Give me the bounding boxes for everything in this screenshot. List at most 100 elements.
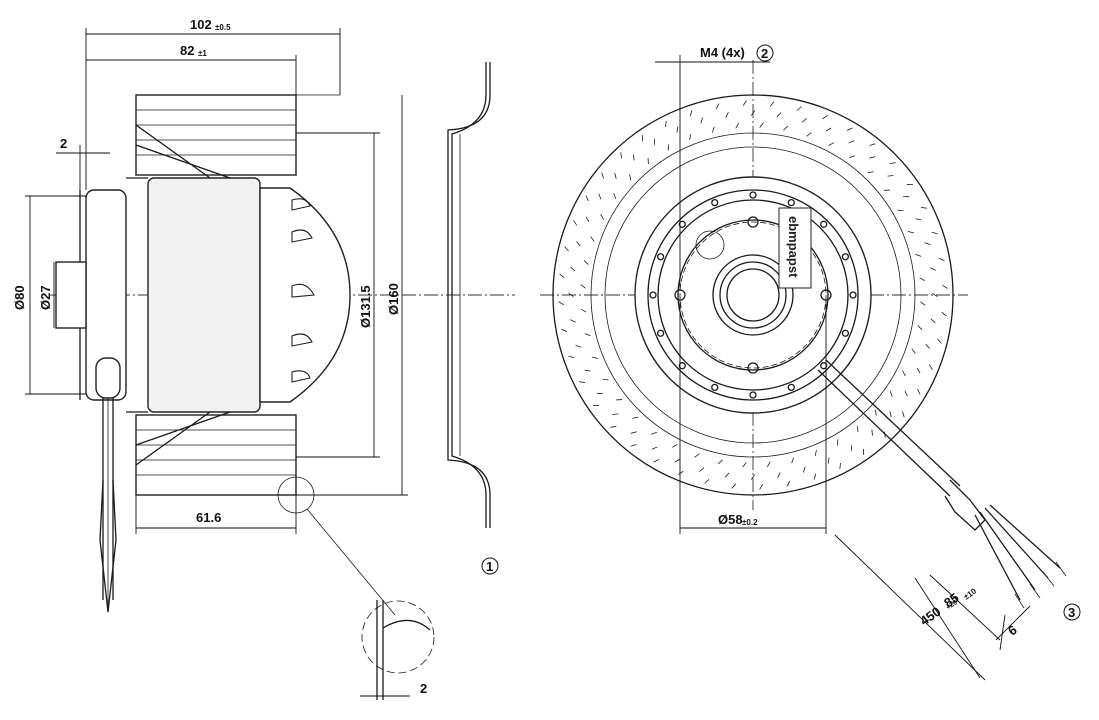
blade-mark	[576, 241, 581, 247]
rotor-hole	[820, 362, 828, 370]
dim-85-tol: ±10	[962, 586, 978, 601]
dim-dia-80: Ø80	[12, 285, 27, 310]
blade-mark	[769, 101, 775, 107]
blade-mark	[902, 370, 906, 377]
blade-mark	[938, 257, 945, 262]
impeller-blades-top	[135, 94, 297, 179]
blade-mark	[930, 318, 936, 324]
blade-mark	[806, 132, 812, 137]
blade-mark	[915, 218, 922, 221]
dim-82-tol: ±1	[198, 49, 207, 58]
callout-2: 2	[761, 46, 768, 61]
blade-mark	[937, 338, 942, 344]
blade-mark	[568, 292, 574, 298]
blade-mark	[632, 416, 639, 419]
side-dimensions: 102 ±0.5 82 ±1 2 Ø80 Ø27 Ø131.5 Ø160 61.…	[12, 17, 408, 616]
rotor-vents	[291, 198, 315, 383]
blade-mark	[846, 127, 853, 131]
blade-mark	[916, 367, 921, 374]
blade-mark	[902, 411, 905, 418]
blade-mark	[718, 459, 723, 465]
blade-mark	[633, 154, 635, 161]
rotor-hole	[656, 253, 665, 261]
dim-dia-131: Ø131.5	[358, 285, 373, 328]
blade-mark	[750, 474, 756, 480]
blade-mark	[766, 461, 771, 468]
blade-mark	[725, 111, 729, 118]
blade-mark	[889, 390, 893, 397]
blade-mark	[783, 125, 788, 131]
blade-marks	[558, 100, 948, 490]
blade-mark	[575, 344, 582, 348]
front-view: ebmpapst	[540, 60, 1067, 609]
blade-mark	[917, 388, 921, 395]
blade-mark	[620, 152, 623, 159]
blade-mark	[671, 444, 678, 448]
rotor-hole	[787, 383, 795, 392]
blade-mark	[665, 120, 667, 127]
blade-mark	[839, 463, 841, 470]
blade-mark	[584, 333, 591, 337]
blade-mark	[651, 446, 658, 450]
blade-mark	[569, 319, 576, 323]
blade-mark	[601, 172, 604, 179]
blade-mark	[689, 134, 692, 141]
dim-85: 85	[941, 590, 961, 611]
cable	[817, 359, 1067, 609]
blade-mark	[676, 126, 679, 133]
svg-text:1: 1	[486, 559, 493, 574]
blade-mark	[759, 484, 764, 490]
blade-mark	[822, 115, 828, 120]
detail-view: 2	[360, 600, 435, 700]
rotor-hole	[787, 198, 795, 207]
rotor-hole	[711, 383, 719, 392]
blade-mark	[801, 118, 807, 123]
blade-mark	[724, 472, 730, 478]
blade-mark	[871, 429, 873, 436]
blade-mark	[874, 409, 877, 416]
blade-mark	[612, 413, 619, 415]
blade-mark	[814, 449, 817, 456]
blade-mark	[678, 470, 684, 475]
blade-mark	[776, 112, 782, 118]
blade-mark	[600, 213, 604, 220]
blade-mark	[704, 479, 710, 484]
brand-text: ebmpapst	[786, 216, 801, 278]
blade-mark	[630, 431, 637, 434]
blade-mark	[590, 236, 595, 242]
blade-mark	[583, 260, 589, 265]
blade-mark	[742, 100, 747, 106]
dim-detail-2: 2	[420, 681, 427, 696]
blade-mark	[930, 267, 937, 271]
blade-mark	[907, 231, 914, 234]
dim-thread: M4 (4x)	[700, 45, 745, 60]
blade-mark	[561, 328, 568, 333]
blade-mark	[585, 195, 589, 202]
blade-mark	[570, 266, 576, 272]
rotor-hole	[841, 253, 850, 261]
rotor-hole	[841, 329, 850, 337]
rotor-hole	[678, 220, 686, 228]
blade-mark	[889, 162, 896, 165]
rotor-hole	[749, 391, 757, 399]
blade-mark	[869, 143, 876, 146]
blade-mark	[651, 431, 658, 435]
dim-6: 6	[1005, 622, 1020, 638]
dim-bolt-circle: Ø58	[718, 512, 743, 527]
blade-mark	[786, 480, 791, 487]
side-view	[50, 94, 515, 613]
blade-mark	[610, 425, 617, 428]
blade-mark	[735, 122, 740, 129]
rotor-holes	[649, 191, 857, 399]
blade-mark	[731, 483, 737, 489]
impeller-blades-bottom	[135, 411, 297, 496]
blade-mark	[559, 273, 565, 279]
dim-82: 82	[180, 43, 194, 58]
blade-mark	[614, 172, 617, 179]
blade-mark	[825, 127, 832, 132]
blade-mark	[653, 459, 660, 463]
blade-mark	[674, 458, 681, 463]
dim-102: 102	[190, 17, 212, 32]
blade-mark	[924, 242, 931, 246]
blade-mark	[848, 155, 855, 159]
